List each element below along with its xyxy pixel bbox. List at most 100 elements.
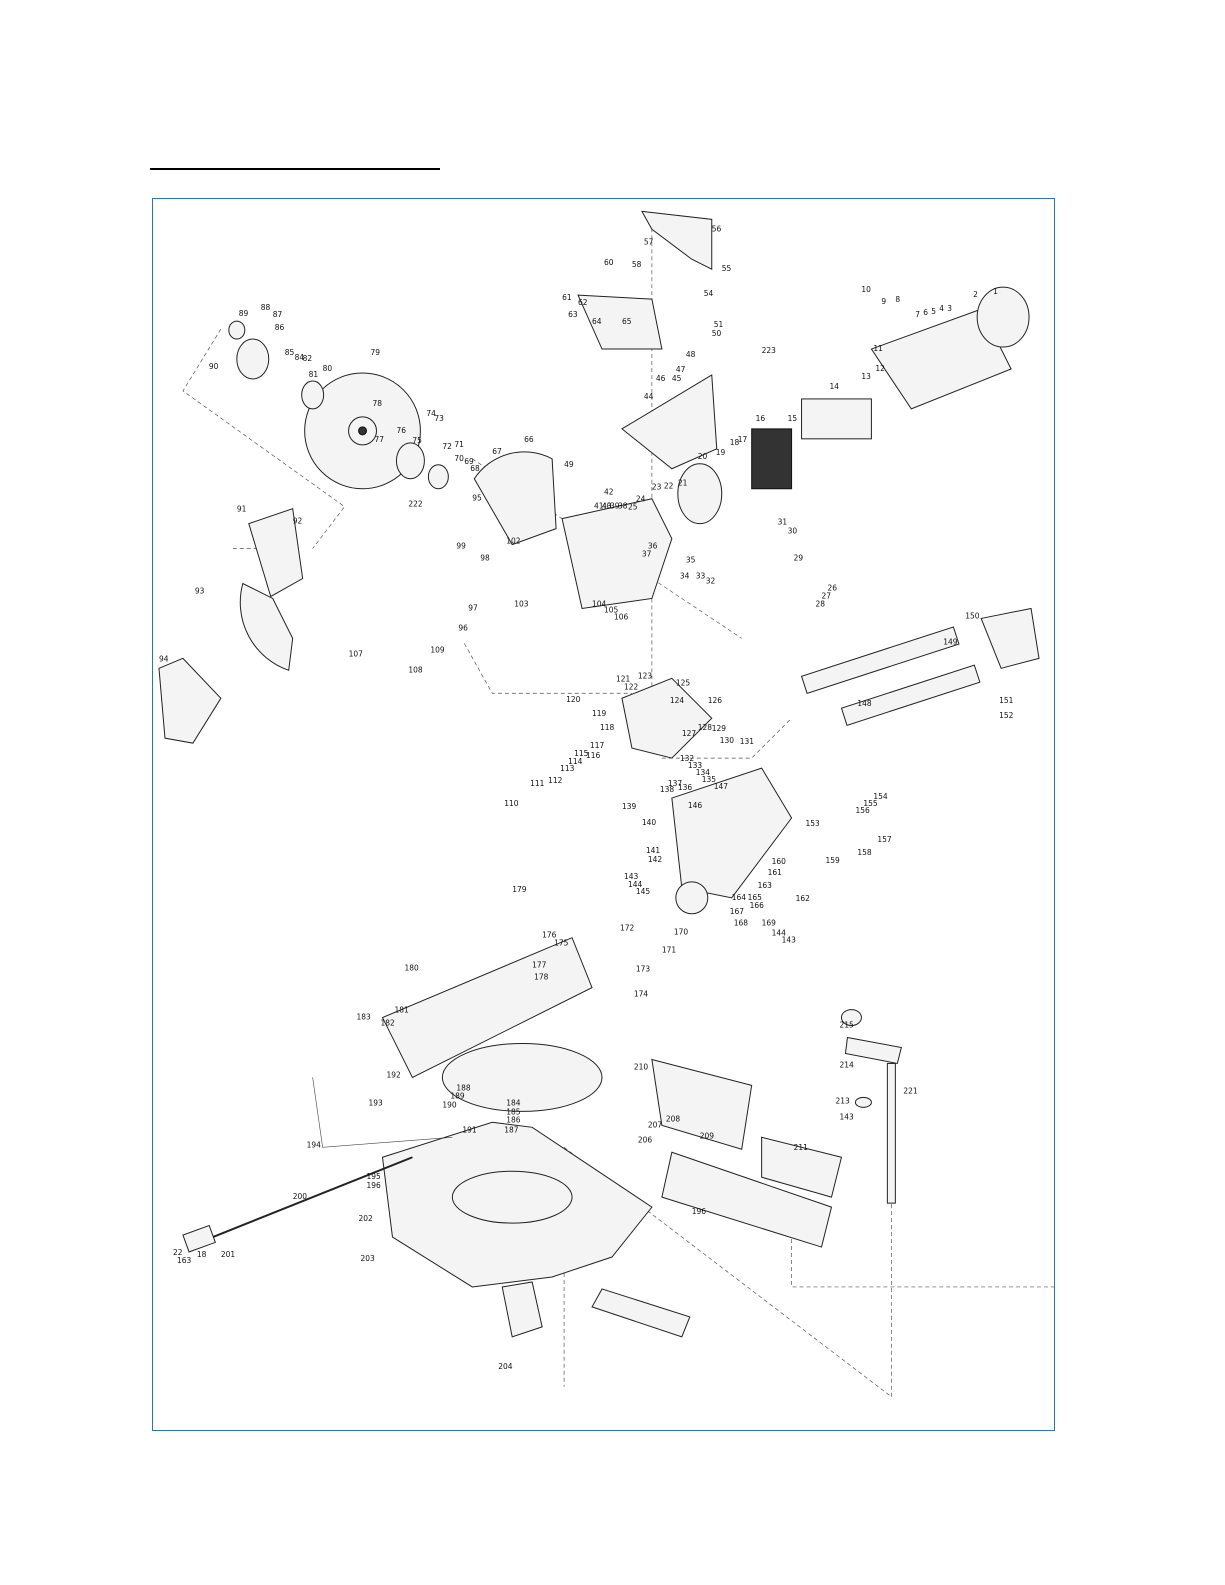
part-number-label: 84	[295, 353, 305, 362]
part-number-label: 99	[456, 542, 466, 551]
rear-support	[591, 1288, 691, 1338]
part-number-label: 79	[371, 348, 381, 357]
part-number-label: 89	[239, 309, 249, 318]
part-number-label: 90	[209, 362, 219, 371]
part-number-label: 211	[794, 1143, 809, 1152]
part-number-label: 91	[237, 505, 247, 514]
part-number-label: 109	[430, 645, 445, 654]
part-number-label: 28	[816, 599, 826, 608]
part-number-label: 104	[592, 599, 607, 608]
part-number-label: 9	[881, 297, 886, 306]
part-number-label: 139	[622, 802, 637, 811]
part-number-label: 206	[638, 1135, 653, 1144]
part-number-label: 14	[829, 382, 839, 391]
part-number-label: 42	[604, 488, 614, 497]
part-number-label: 94	[159, 654, 169, 663]
part-number-label: 82	[303, 354, 313, 363]
part-number-label: 203	[361, 1254, 376, 1263]
part-number-label: 150	[965, 611, 980, 620]
part-number-label: 187	[504, 1125, 519, 1134]
part-number-label: 179	[512, 885, 527, 894]
part-number-label: 98	[480, 554, 490, 563]
part-number-label: 126	[708, 696, 723, 705]
part-number-label: 178	[534, 973, 549, 982]
part-number-label: 186	[506, 1115, 521, 1124]
part-number-label: 135	[702, 775, 717, 784]
part-number-label: 46	[656, 374, 666, 383]
part-number-label: 223	[762, 346, 777, 355]
diagram-canvas: 1234567891011121314151617181920212223242…	[158, 210, 1054, 1397]
part-number-label: 181	[394, 1006, 409, 1015]
part-number-label: 17	[738, 435, 748, 444]
turntable	[381, 937, 603, 1112]
part-number-label: 36	[648, 542, 658, 551]
part-number-label: 37	[642, 550, 652, 559]
part-number-label: 72	[442, 442, 452, 451]
part-number-label: 158	[857, 848, 872, 857]
part-number-label: 141	[646, 846, 661, 855]
part-number-label: 209	[700, 1131, 715, 1140]
part-number-label: 114	[568, 757, 583, 766]
part-number-label: 201	[221, 1250, 236, 1259]
part-number-label: 63	[568, 310, 578, 319]
part-number-label: 38	[618, 502, 628, 511]
part-number-label: 25	[628, 503, 638, 512]
part-number-label: 162	[796, 894, 810, 903]
slide-rails	[800, 607, 1040, 726]
part-number-label: 74	[426, 409, 436, 418]
part-number-label: 161	[768, 868, 783, 877]
part-number-label: 196	[692, 1207, 707, 1216]
part-number-label: 130	[720, 736, 735, 745]
part-number-label: 27	[822, 591, 832, 600]
part-number-label: 50	[712, 329, 722, 338]
part-number-label: 160	[772, 857, 787, 866]
part-number-label: 111	[530, 779, 545, 788]
part-number-label: 175	[554, 939, 569, 948]
part-number-label: 24	[636, 495, 646, 504]
part-number-label: 22	[664, 482, 674, 491]
part-number-label: 154	[873, 792, 888, 801]
part-number-label: 190	[442, 1100, 457, 1109]
part-number-label: 108	[408, 665, 423, 674]
part-number-label: 208	[666, 1114, 681, 1123]
part-number-label: 155	[863, 799, 878, 808]
part-number-label: 48	[686, 350, 696, 359]
part-number-label: 143	[839, 1112, 854, 1121]
part-number-label: 167	[730, 907, 745, 916]
part-number-label: 97	[468, 603, 478, 612]
part-number-label: 69	[464, 457, 474, 466]
part-number-label: 41	[594, 502, 604, 511]
part-number-label: 222	[408, 500, 422, 509]
part-number-label: 122	[624, 682, 638, 691]
part-number-label: 85	[285, 348, 295, 357]
part-number-label: 121	[616, 674, 631, 683]
part-number-label: 10	[861, 285, 871, 294]
part-number-label: 169	[762, 919, 777, 928]
part-number-label: 143	[782, 936, 797, 945]
part-number-label: 145	[636, 887, 651, 896]
part-number-label: 107	[349, 649, 364, 658]
part-number-label: 148	[857, 699, 872, 708]
part-number-label: 128	[698, 723, 713, 732]
part-number-label: 174	[634, 990, 649, 999]
part-number-label: 33	[696, 572, 706, 581]
part-number-label: 106	[614, 612, 629, 621]
part-number-label: 168	[734, 919, 749, 928]
part-number-label: 146	[688, 801, 703, 810]
bevel-bracket	[621, 677, 793, 915]
part-number-label: 142	[648, 855, 662, 864]
part-number-label: 86	[275, 323, 285, 332]
part-number-label: 125	[676, 678, 691, 687]
part-number-label: 210	[634, 1062, 649, 1071]
part-number-label: 103	[514, 599, 529, 608]
lower-blade-guard	[158, 508, 304, 744]
part-number-label: 144	[772, 929, 787, 938]
part-number-label: 157	[877, 835, 892, 844]
part-number-label: 56	[712, 224, 722, 233]
part-number-label: 119	[592, 709, 607, 718]
part-number-label: 6	[923, 308, 928, 317]
part-number-label: 117	[590, 741, 605, 750]
part-number-label: 105	[604, 605, 619, 614]
part-number-label: 68	[470, 464, 480, 473]
part-number-label: 96	[458, 623, 468, 632]
